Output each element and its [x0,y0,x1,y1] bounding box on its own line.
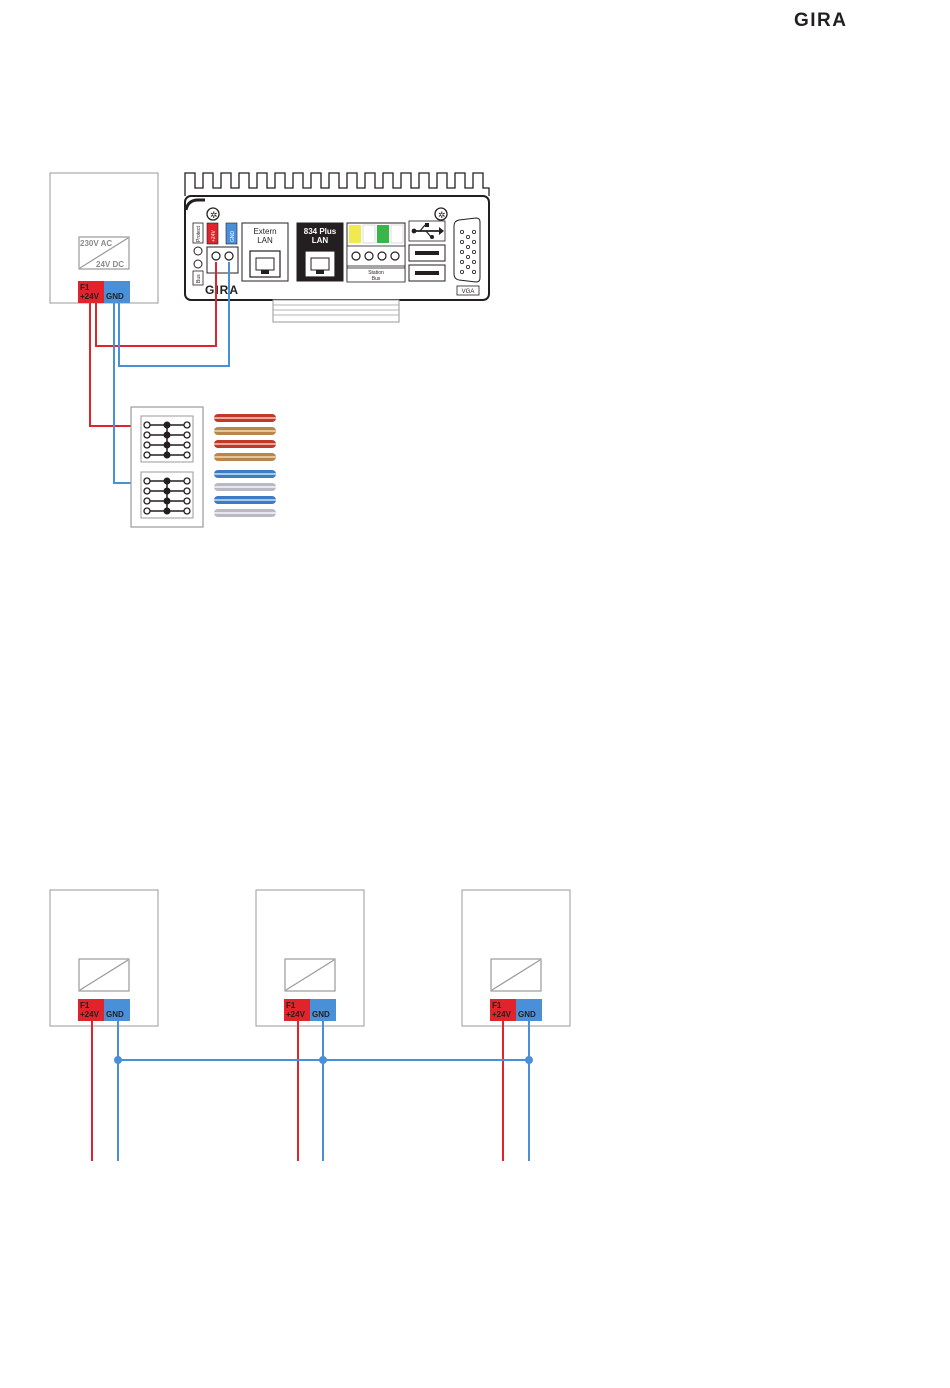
supply-1-positive-line1: F1 [80,1001,90,1010]
power-supply-unit: 230V AC 24V DC F1 +24V GND [50,173,158,303]
supply-3-positive-line1: F1 [492,1001,502,1010]
svg-text:✲: ✲ [438,210,446,220]
server-heatsink [185,173,489,196]
cable-brown-2 [214,453,276,461]
terminal-positive-line1: F1 [80,283,90,292]
side-label-protect: Protect [196,226,202,242]
power-supply-3: F1 +24V GND [462,890,570,1026]
supply-2-positive-line2: +24V [286,1010,306,1019]
power-supply-1: F1 +24V GND [50,890,158,1026]
supply-2-ground: GND [312,1010,330,1019]
bottom-wires [92,1021,529,1161]
server-terminal-positive: +24V [211,230,217,242]
psu-input-label: 230V AC [80,239,112,248]
terminal-ground-label: GND [106,292,124,301]
server-brand: GIRA [205,283,239,297]
terminal-positive-line2: +24V [80,292,100,301]
extern-lan-line1: Extern [253,227,276,236]
power-supply-2: F1 +24V GND [256,890,364,1026]
lan-834-line1: 834 Plus [304,227,337,236]
cable-red-2 [214,440,276,448]
cable-grey-1 [214,483,276,491]
extern-lan-line2: LAN [257,236,273,245]
server-device: ✲ ✲ Protect Bus +24V GND GIRA Extern LAN… [185,196,489,322]
lan-834-line2: LAN [312,236,329,245]
supply-1-positive-line2: +24V [80,1010,100,1019]
cable-brown-1 [214,427,276,435]
supply-3-positive-line2: +24V [492,1010,512,1019]
side-label-bus: Bus [196,274,202,283]
supply-2-positive-line1: F1 [286,1001,296,1010]
psu-output-label: 24V DC [96,260,124,269]
cable-illustrations [214,414,276,517]
svg-text:✲: ✲ [210,210,218,220]
cable-blue-2 [214,496,276,504]
cable-red-1 [214,414,276,422]
supply-3-ground: GND [518,1010,536,1019]
vga-label: VGA [462,289,475,295]
cable-grey-2 [214,509,276,517]
station-bus-line2: Bus [372,276,381,282]
server-terminal-ground: GND [230,231,236,243]
supply-1-ground: GND [106,1010,124,1019]
cable-blue-1 [214,470,276,478]
terminal-block [131,407,203,527]
